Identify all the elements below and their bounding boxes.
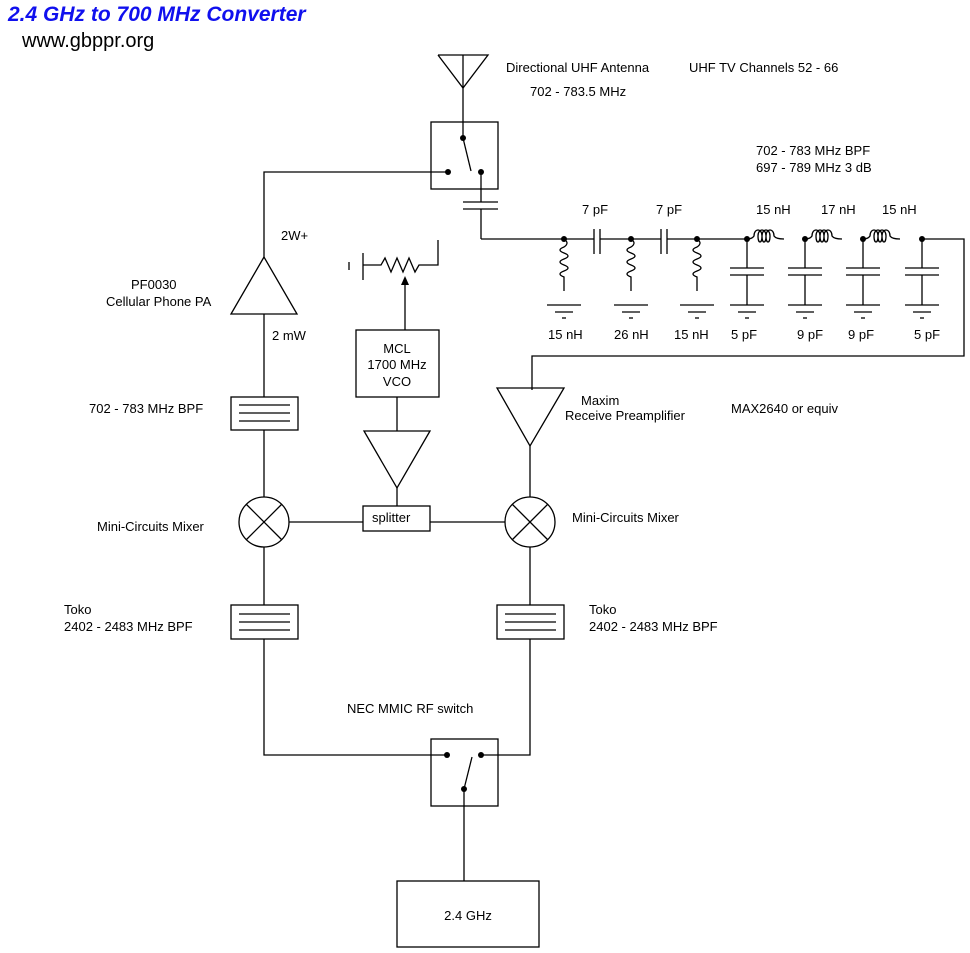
antenna-icon [437,54,490,138]
pa-input-power-label: 2 mW [272,328,307,343]
shunt-inductor-1-label: 15 nH [548,327,583,342]
potentiometer-icon [348,240,439,330]
tx-bandpass-filter-icon [230,396,299,431]
pa-part-label: PF0030 [131,277,177,292]
vco-label-2: 1700 MHz [367,357,426,372]
series-inductor-3 [862,229,901,243]
pa-output-power-label: 2W+ [281,228,308,243]
tv-channels-label: UHF TV Channels 52 - 66 [689,60,838,75]
preamplifier-icon [495,387,566,448]
toko-right-label-1: Toko [589,602,616,617]
series-inductor-2-label: 17 nH [821,202,856,217]
shunt-inductor-2 [614,236,648,319]
shunt-inductor-3 [680,236,714,319]
series-cap-1-label: 7 pF [582,202,608,217]
lo-amplifier-icon [362,430,432,490]
toko-left-label-1: Toko [64,602,91,617]
power-amplifier-icon [229,255,299,315]
preamp-label-2: Receive Preamplifier [565,408,686,423]
coupling-capacitor [463,172,498,239]
shunt-inductor-1 [547,236,581,319]
mixer-left-icon [238,496,290,548]
preamp-label-1: Maxim [581,393,619,408]
tx-bpf-label: 702 - 783 MHz BPF [89,401,203,416]
shunt-inductor-3-label: 15 nH [674,327,709,342]
shunt-capacitor-2 [788,236,822,319]
toko-bpf-left-icon [230,604,299,640]
website-label: www.gbppr.org [21,30,154,52]
mixer-left-label: Mini-Circuits Mixer [97,519,205,534]
rf-switch-label: NEC MMIC RF switch [347,701,473,716]
tr-switch-top [430,121,499,190]
mixer-right-icon [504,496,556,548]
toko-bpf-right-icon [496,604,565,640]
shunt-cap-4-label: 5 pF [914,327,940,342]
vco-label-3: VCO [383,374,411,389]
source-label: 2.4 GHz [444,908,492,923]
splitter-label: splitter [372,510,411,525]
series-inductor-1-label: 15 nH [756,202,791,217]
pa-description-label: Cellular Phone PA [106,294,212,309]
series-cap-2-label: 7 pF [656,202,682,217]
bpf-title-line1: 702 - 783 MHz BPF [756,143,870,158]
shunt-cap-1-label: 5 pF [731,327,757,342]
toko-right-label-2: 2402 - 2483 MHz BPF [589,619,718,634]
source-2-4ghz-block [396,880,540,948]
diagram-title: 2.4 GHz to 700 MHz Converter [7,3,307,26]
shunt-inductor-2-label: 26 nH [614,327,649,342]
preamp-part-label: MAX2640 or equiv [731,401,838,416]
vco-label-1: MCL [383,341,410,356]
toko-left-label-2: 2402 - 2483 MHz BPF [64,619,193,634]
shunt-capacitor-4 [905,236,939,319]
shunt-cap-3-label: 9 pF [848,327,874,342]
shunt-cap-2-label: 9 pF [797,327,823,342]
antenna-label: Directional UHF Antenna [506,60,650,75]
shunt-capacitor-1 [730,236,764,319]
series-inductor-1 [746,229,785,243]
bpf-title-line2: 697 - 789 MHz 3 dB [756,160,872,175]
series-inductor-2 [804,229,843,243]
series-inductor-3-label: 15 nH [882,202,917,217]
bpf-filter-network [481,229,965,390]
mixer-right-label: Mini-Circuits Mixer [572,510,680,525]
antenna-band-label: 702 - 783.5 MHz [530,84,626,99]
shunt-capacitor-3 [846,236,880,319]
splitter-block [362,505,431,532]
